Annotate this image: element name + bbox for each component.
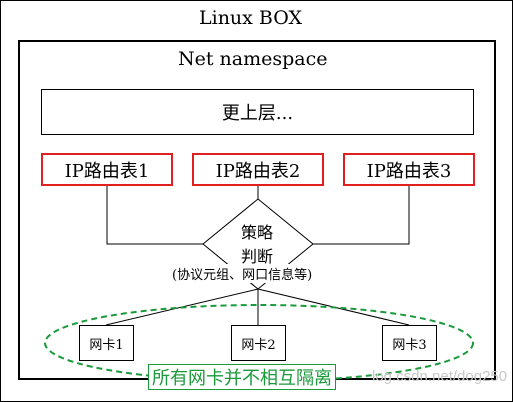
nic-3-label: 网卡3 — [392, 337, 427, 353]
routing-table-3: IP路由表3 — [343, 153, 475, 186]
watermark: log.csdn.net/dog250 — [372, 368, 508, 385]
routing-table-3-label: IP路由表3 — [366, 160, 452, 182]
namespace-title: Net namespace — [178, 48, 328, 70]
routing-table-2: IP路由表2 — [192, 153, 324, 186]
upper-layers-box: 更上层... — [41, 89, 474, 135]
policy-label-line1: 策略 — [241, 223, 274, 242]
isolation-note: 所有网卡并不相互隔离 — [148, 364, 336, 390]
upper-layers-label: 更上层... — [221, 103, 294, 124]
linux-box-title: Linux BOX — [199, 7, 303, 29]
nic-1-label: 网卡1 — [89, 337, 124, 353]
nic-2: 网卡2 — [231, 325, 286, 361]
routing-table-1-label: IP路由表1 — [64, 160, 150, 182]
routing-table-1: IP路由表1 — [41, 153, 173, 186]
nic-1: 网卡1 — [79, 325, 134, 361]
rt3-connector — [311, 186, 410, 245]
nic-3: 网卡3 — [382, 325, 437, 361]
routing-table-2-label: IP路由表2 — [215, 160, 301, 182]
policy-note: (协议元组、网口信息等) — [170, 264, 315, 283]
policy-label-line2: 判断 — [241, 247, 274, 266]
rt1-connector — [106, 186, 205, 245]
nic-2-label: 网卡2 — [241, 337, 276, 353]
